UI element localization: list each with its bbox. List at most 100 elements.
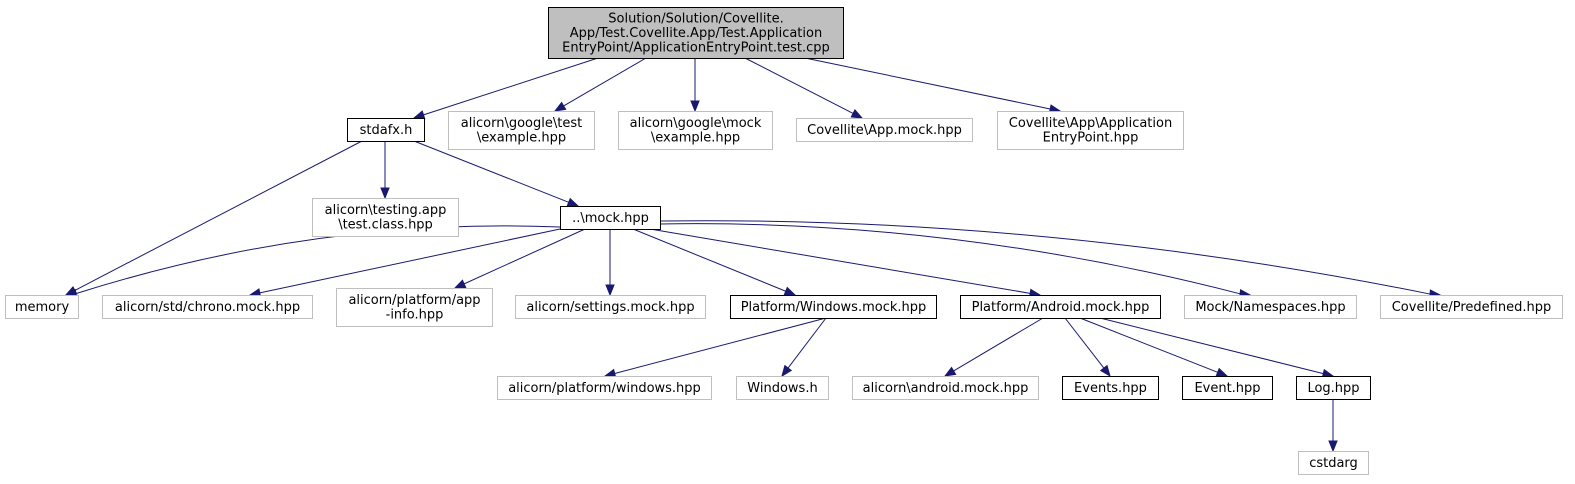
node-box bbox=[5, 295, 79, 319]
node-label: ..\mock.hpp bbox=[572, 211, 649, 226]
node-label: alicorn/std/chrono.mock.hpp bbox=[115, 300, 300, 315]
edge-line bbox=[659, 220, 1431, 295]
edge-line bbox=[74, 140, 363, 291]
node-gmock: alicorn\google\mock\example.hpp bbox=[618, 111, 773, 150]
edge-arrowhead bbox=[412, 110, 426, 120]
node-label: -info.hpp bbox=[386, 308, 444, 323]
edge-arrowhead bbox=[943, 366, 957, 377]
node-label: \test.class.hpp bbox=[338, 218, 433, 233]
node-box bbox=[997, 111, 1184, 150]
node-label: alicorn/platform/app bbox=[348, 293, 480, 308]
edge-winmock-to-windowsh bbox=[781, 317, 827, 378]
node-box bbox=[1296, 376, 1371, 400]
edge-arrowhead bbox=[553, 101, 567, 112]
node-box bbox=[312, 198, 459, 237]
node-label: EntryPoint/ApplicationEntryPoint.test.cp… bbox=[562, 40, 830, 55]
edge-line bbox=[463, 228, 586, 285]
node-box bbox=[618, 111, 773, 150]
node-event[interactable]: Event.hpp bbox=[1182, 376, 1273, 400]
node-label: \example.hpp bbox=[477, 131, 566, 146]
node-events[interactable]: Events.hpp bbox=[1062, 376, 1159, 400]
edge-line bbox=[787, 317, 827, 369]
node-label: Log.hpp bbox=[1307, 381, 1359, 396]
edge-line bbox=[75, 225, 561, 295]
node-label: alicorn/settings.mock.hpp bbox=[526, 300, 694, 315]
node-settings: alicorn/settings.mock.hpp bbox=[515, 295, 706, 319]
edge-arrowhead bbox=[781, 364, 793, 378]
node-label: alicorn\android.mock.hpp bbox=[863, 381, 1029, 396]
node-label: Solution/Solution/Covellite. bbox=[608, 11, 783, 26]
node-box bbox=[347, 118, 425, 142]
node-label: EntryPoint.hpp bbox=[1043, 131, 1139, 146]
node-gtest: alicorn\google\test\example.hpp bbox=[448, 111, 595, 150]
node-label: Covellite\App.mock.hpp bbox=[807, 123, 962, 138]
edge-arrowhead bbox=[605, 284, 615, 297]
node-label: Covellite\App\Application bbox=[1009, 116, 1172, 131]
node-label: App/Test.Covellite.App/Test.Application bbox=[570, 26, 822, 41]
edge-line bbox=[744, 57, 854, 114]
node-box bbox=[102, 295, 313, 319]
node-platwin: alicorn/platform/windows.hpp bbox=[497, 376, 712, 400]
node-label: alicorn/platform/windows.hpp bbox=[508, 381, 701, 396]
node-box bbox=[497, 376, 712, 400]
edge-arrowhead bbox=[380, 187, 390, 200]
node-label: Platform/Windows.mock.hpp bbox=[741, 300, 927, 315]
node-label: Events.hpp bbox=[1074, 381, 1147, 396]
node-box bbox=[515, 295, 706, 319]
edge-root-to-stdafx bbox=[412, 57, 599, 120]
node-log[interactable]: Log.hpp bbox=[1296, 376, 1371, 400]
edge-line bbox=[1064, 317, 1105, 369]
node-label: cstdarg bbox=[1309, 456, 1358, 471]
node-namespaces: Mock/Namespaces.hpp bbox=[1184, 295, 1357, 319]
node-box bbox=[1182, 376, 1273, 400]
node-andmockhpp: alicorn\android.mock.hpp bbox=[852, 376, 1039, 400]
edge-andmock-to-andmockhpp bbox=[943, 317, 1044, 377]
node-box bbox=[560, 206, 661, 230]
node-cstdarg: cstdarg bbox=[1298, 451, 1369, 475]
node-appmock: Covellite\App.mock.hpp bbox=[796, 118, 973, 142]
node-box bbox=[448, 111, 595, 150]
edge-root-to-appentry bbox=[804, 57, 1062, 114]
node-label: alicorn\testing.app bbox=[325, 203, 447, 218]
node-box bbox=[852, 376, 1039, 400]
node-label: Windows.h bbox=[747, 381, 817, 396]
node-mockhpp[interactable]: ..\mock.hpp bbox=[560, 206, 661, 230]
edge-line bbox=[953, 317, 1044, 372]
node-label: alicorn\google\test bbox=[461, 116, 582, 131]
node-label: alicorn\google\mock bbox=[630, 116, 762, 131]
node-box bbox=[1380, 295, 1563, 319]
nodes-layer: Solution/Solution/Covellite.App/Test.Cov… bbox=[5, 7, 1563, 475]
node-chrono: alicorn/std/chrono.mock.hpp bbox=[102, 295, 313, 319]
edge-log-to-cstdarg bbox=[1328, 399, 1338, 453]
node-label: memory bbox=[15, 300, 70, 315]
edge-winmock-to-platwin bbox=[603, 317, 827, 378]
edges-layer bbox=[64, 57, 1442, 453]
edge-line bbox=[1099, 317, 1324, 375]
node-box bbox=[796, 118, 973, 142]
edge-arrowhead bbox=[1099, 364, 1111, 378]
node-label: Covellite/Predefined.hpp bbox=[1392, 300, 1552, 315]
edge-root-to-gtest bbox=[553, 57, 647, 112]
edge-line bbox=[563, 57, 647, 107]
edge-arrowhead bbox=[566, 197, 580, 207]
node-box bbox=[736, 376, 829, 400]
edge-line bbox=[1079, 317, 1218, 373]
node-predefined: Covellite/Predefined.hpp bbox=[1380, 295, 1563, 319]
edge-mockhpp-to-appinfo bbox=[453, 228, 586, 289]
edge-stdafx-to-mockhpp bbox=[413, 140, 580, 207]
edge-line bbox=[423, 57, 599, 116]
node-box bbox=[1062, 376, 1159, 400]
edge-line bbox=[259, 228, 561, 294]
edge-mockhpp-to-settings bbox=[605, 229, 615, 297]
node-box bbox=[730, 295, 937, 319]
node-winmock[interactable]: Platform/Windows.mock.hpp bbox=[730, 295, 937, 319]
node-andmock[interactable]: Platform/Android.mock.hpp bbox=[960, 295, 1161, 319]
node-appentry: Covellite\App\ApplicationEntryPoint.hpp bbox=[997, 111, 1184, 150]
node-stdafx[interactable]: stdafx.h bbox=[347, 118, 425, 142]
edge-stdafx-to-testingapp bbox=[380, 141, 390, 200]
node-label: Platform/Android.mock.hpp bbox=[972, 300, 1150, 315]
edge-root-to-gmock bbox=[690, 58, 700, 113]
edge-arrowhead bbox=[1215, 367, 1229, 377]
edge-mockhpp-to-chrono bbox=[248, 228, 561, 298]
